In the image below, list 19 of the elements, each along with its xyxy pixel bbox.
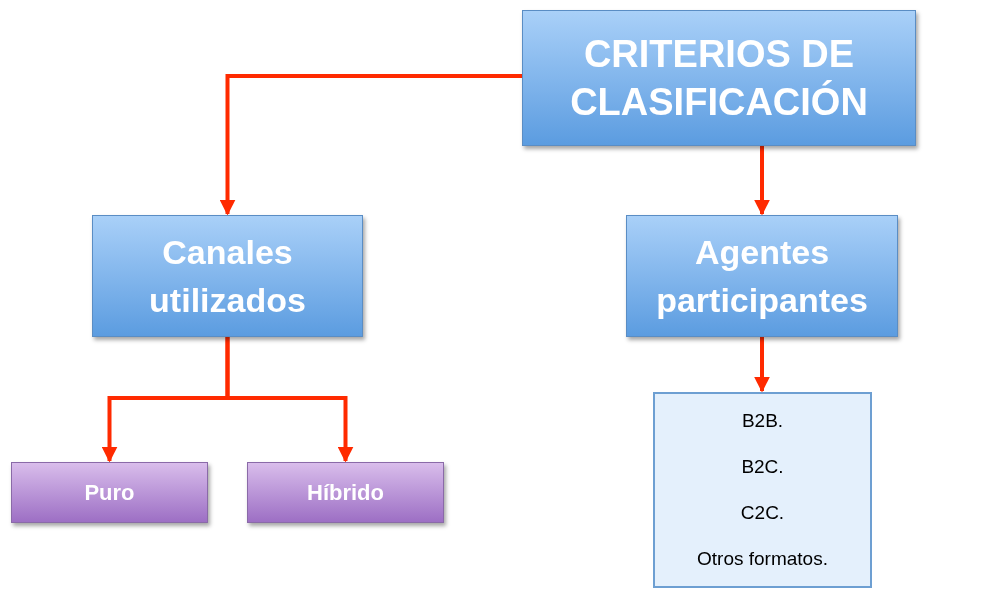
process-box bbox=[92, 215, 363, 337]
box-label: Canales utilizados bbox=[148, 232, 307, 321]
list-box bbox=[653, 392, 872, 588]
box-label: Híbrido bbox=[306, 479, 385, 507]
list-item: Otros formatos. bbox=[696, 546, 829, 571]
process-box bbox=[522, 10, 916, 146]
process-box bbox=[247, 462, 444, 523]
box-label: Puro bbox=[83, 479, 136, 507]
list-item: B2C. bbox=[740, 454, 785, 479]
arrow bbox=[219, 74, 522, 216]
process-box bbox=[11, 462, 208, 523]
arrow bbox=[754, 337, 770, 393]
arrow bbox=[225, 337, 354, 463]
list-item: B2B. bbox=[740, 408, 785, 433]
arrow bbox=[754, 146, 770, 216]
process-box bbox=[626, 215, 898, 337]
box-label: Agentes participantes bbox=[655, 232, 869, 321]
list-item: C2C. bbox=[739, 500, 786, 525]
box-label: CRITERIOS DE CLASIFICACIÓN bbox=[569, 32, 869, 125]
